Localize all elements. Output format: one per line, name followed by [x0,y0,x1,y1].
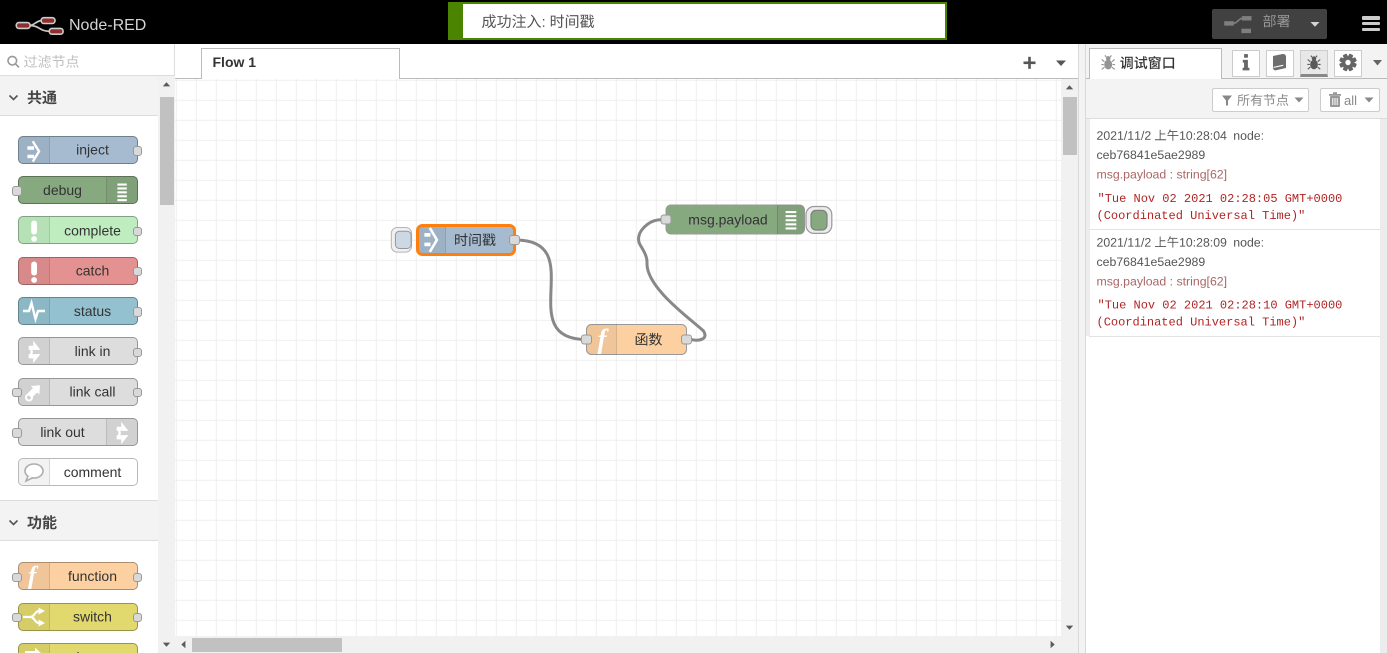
svg-text:f: f [28,563,39,590]
